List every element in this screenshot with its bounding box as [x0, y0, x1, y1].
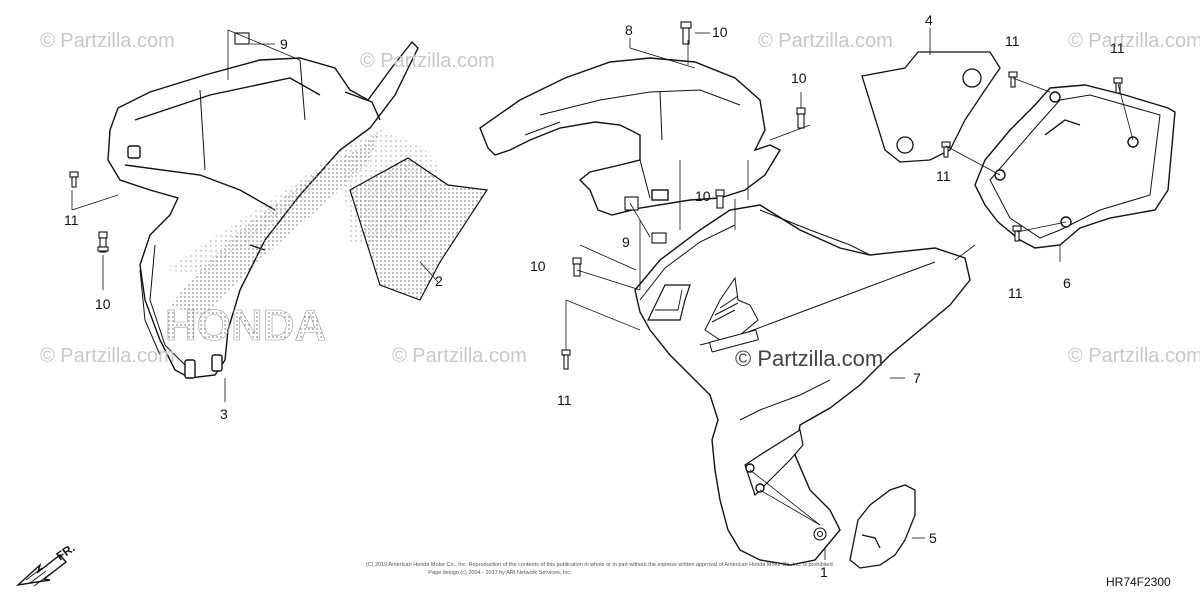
bolt-icon [97, 231, 109, 253]
bolt-icon [1113, 77, 1123, 94]
watermark: © Partzilla.com [1068, 345, 1200, 367]
clip-icon [624, 196, 639, 211]
bolt-icon [715, 189, 725, 209]
part-4-sheet [861, 51, 1001, 163]
callout-4: 4 [925, 12, 933, 28]
callout-1: 1 [820, 564, 828, 580]
part-2-sheet [349, 157, 489, 301]
callout-3: 3 [220, 406, 228, 422]
callout-11: 11 [64, 212, 79, 228]
bolt-icon [680, 21, 692, 45]
watermark: © Partzilla.com [392, 345, 527, 367]
callout-11: 11 [1005, 33, 1020, 49]
callout-11: 11 [936, 168, 951, 184]
callout-6: 6 [1063, 275, 1071, 291]
bolt-icon [941, 141, 951, 158]
callout-7: 7 [913, 370, 921, 386]
bolt-icon [796, 107, 806, 129]
bolt-icon [69, 171, 79, 188]
part-6-right-panel [974, 84, 1176, 249]
watermark: © Partzilla.com [40, 30, 175, 52]
part-7-main-cover [634, 204, 971, 566]
bolt-icon [1012, 225, 1022, 242]
callout-11: 11 [1008, 285, 1023, 301]
leader-lines [71, 28, 1134, 560]
front-direction-arrow-icon [15, 554, 68, 587]
honda-wing-emblem [704, 276, 759, 353]
callout-8: 8 [625, 22, 633, 38]
bolt-icon [572, 257, 582, 277]
copyright-line-2: Page design (c) 2004 - 2017 by ARI Netwo… [428, 570, 572, 576]
callout-5: 5 [929, 530, 937, 546]
part-5-panel [849, 484, 916, 569]
grommet-icon [651, 232, 667, 244]
honda-logo-text: HONDA [165, 301, 326, 350]
callout-11: 11 [1110, 40, 1125, 56]
watermark-center: © Partzilla.com [735, 346, 884, 371]
callout-9: 9 [280, 36, 288, 52]
callout-10: 10 [530, 258, 546, 274]
copyright-line-1: (C) 2019 American Honda Motor Co., Inc. … [365, 562, 835, 568]
callout-2: 2 [435, 273, 443, 289]
clip-icon [234, 32, 250, 45]
bolt-icon [1008, 71, 1018, 88]
watermark: © Partzilla.com [1068, 30, 1200, 52]
callout-10: 10 [695, 188, 711, 204]
diagram-code: HR74F2300 [1106, 575, 1171, 589]
callout-11: 11 [557, 392, 572, 408]
watermark: © Partzilla.com [758, 30, 893, 52]
callout-9: 9 [622, 234, 630, 250]
watermark: © Partzilla.com [40, 345, 175, 367]
callout-10: 10 [791, 70, 807, 86]
callout-10: 10 [95, 296, 111, 312]
part-8-upper-cover [479, 57, 781, 216]
watermark: © Partzilla.com [360, 50, 495, 72]
bolt-icon [561, 349, 571, 370]
callout-10: 10 [712, 24, 728, 40]
bolt-icon [813, 527, 827, 541]
